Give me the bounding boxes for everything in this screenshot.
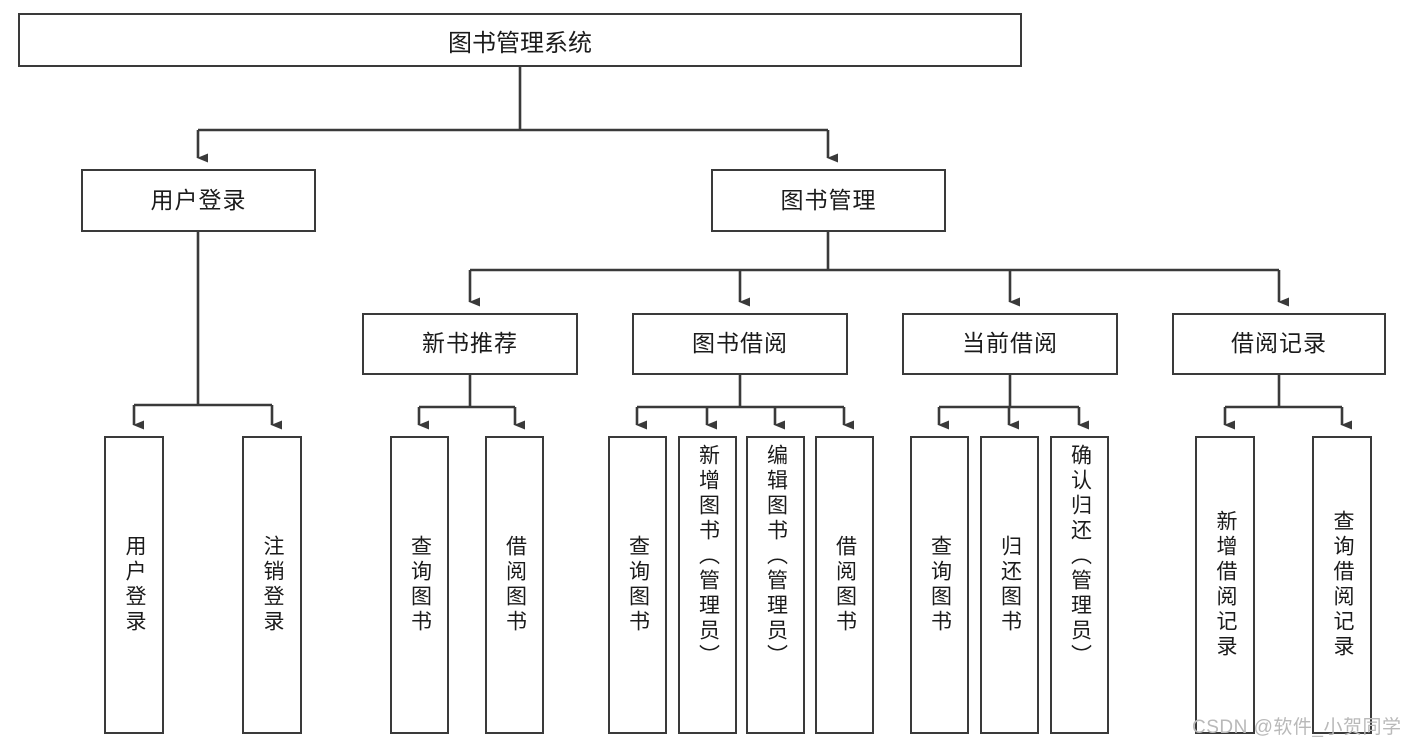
node-leaf-confirm-return-label: 确认归还（管理员） xyxy=(1068,444,1092,669)
node-book-borrow[interactable]: 图书借阅 xyxy=(632,313,848,375)
node-new-book-rec[interactable]: 新书推荐 xyxy=(362,313,578,375)
node-leaf-add-book-label: 新增图书（管理员） xyxy=(696,444,720,669)
node-leaf-user-login-label: 用户登录 xyxy=(123,535,147,635)
node-leaf-query-record[interactable]: 查询借阅记录 xyxy=(1312,436,1372,734)
node-leaf-return-book[interactable]: 归还图书 xyxy=(980,436,1039,734)
node-leaf-user-logout-label: 注销登录 xyxy=(261,535,285,635)
node-root-label: 图书管理系统 xyxy=(448,29,592,57)
node-leaf-query-book-1-label: 查询图书 xyxy=(408,535,432,635)
node-borrow-record-label: 借阅记录 xyxy=(1231,330,1327,357)
node-root[interactable]: 图书管理系统 xyxy=(18,13,1022,67)
node-leaf-query-record-label: 查询借阅记录 xyxy=(1331,510,1355,660)
node-leaf-add-record[interactable]: 新增借阅记录 xyxy=(1195,436,1255,734)
node-leaf-borrow-book-2-label: 借阅图书 xyxy=(833,535,857,635)
node-current-borrow[interactable]: 当前借阅 xyxy=(902,313,1118,375)
node-borrow-record[interactable]: 借阅记录 xyxy=(1172,313,1386,375)
node-leaf-edit-book-label: 编辑图书（管理员） xyxy=(764,444,788,669)
node-leaf-add-record-label: 新增借阅记录 xyxy=(1214,510,1238,660)
node-leaf-query-book-2[interactable]: 查询图书 xyxy=(608,436,667,734)
node-leaf-borrow-book-1-label: 借阅图书 xyxy=(503,535,527,635)
node-book-manage-label: 图书管理 xyxy=(780,186,877,213)
node-leaf-query-book-3-label: 查询图书 xyxy=(928,535,952,635)
node-user-login[interactable]: 用户登录 xyxy=(81,169,316,232)
node-leaf-add-book[interactable]: 新增图书（管理员） xyxy=(678,436,737,734)
node-leaf-query-book-1[interactable]: 查询图书 xyxy=(390,436,449,734)
node-leaf-borrow-book-1[interactable]: 借阅图书 xyxy=(485,436,544,734)
node-new-book-rec-label: 新书推荐 xyxy=(422,330,518,357)
node-user-login-label: 用户登录 xyxy=(150,186,247,213)
watermark: CSDN @软件_小贺同学 xyxy=(1192,717,1402,738)
node-leaf-user-login[interactable]: 用户登录 xyxy=(104,436,164,734)
node-leaf-borrow-book-2[interactable]: 借阅图书 xyxy=(815,436,874,734)
node-book-manage[interactable]: 图书管理 xyxy=(711,169,946,232)
node-leaf-confirm-return[interactable]: 确认归还（管理员） xyxy=(1050,436,1109,734)
node-leaf-query-book-2-label: 查询图书 xyxy=(626,535,650,635)
node-leaf-return-book-label: 归还图书 xyxy=(998,535,1022,635)
node-leaf-query-book-3[interactable]: 查询图书 xyxy=(910,436,969,734)
node-book-borrow-label: 图书借阅 xyxy=(692,330,788,357)
node-leaf-user-logout[interactable]: 注销登录 xyxy=(242,436,302,734)
node-current-borrow-label: 当前借阅 xyxy=(962,330,1058,357)
node-leaf-edit-book[interactable]: 编辑图书（管理员） xyxy=(746,436,805,734)
